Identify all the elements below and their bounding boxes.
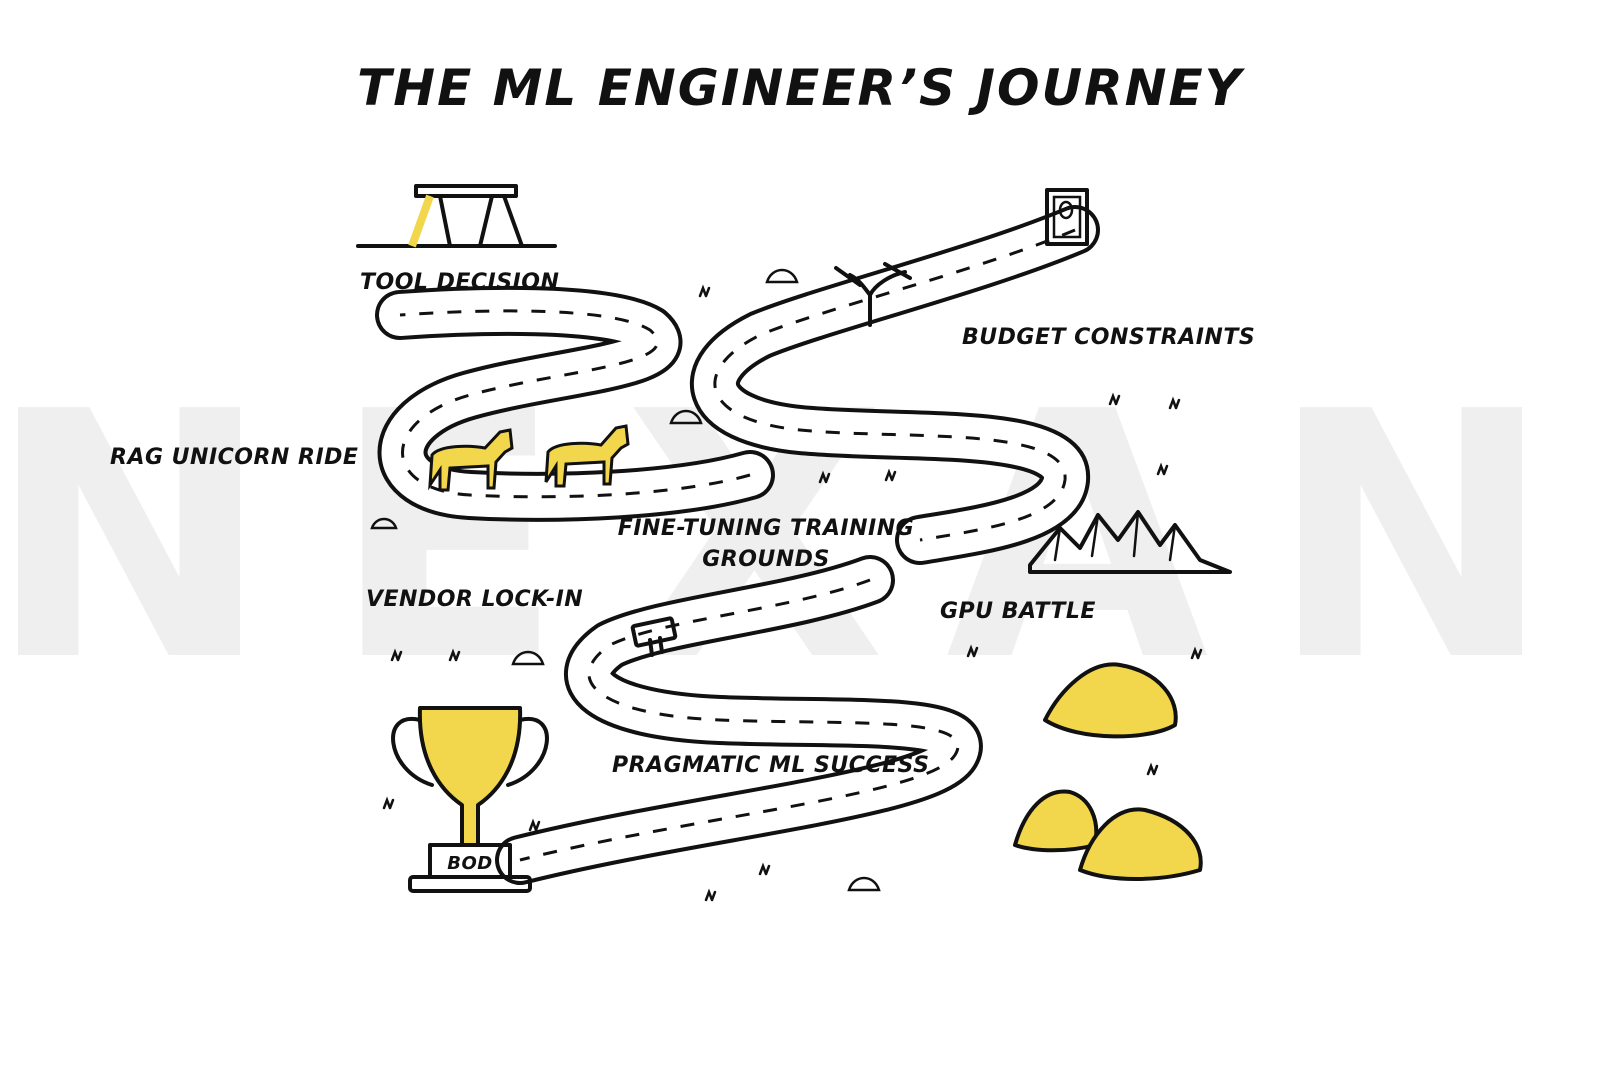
page-title: THE ML ENGINEER’S JOURNEY bbox=[357, 59, 1245, 117]
door-icon bbox=[1045, 188, 1089, 246]
label-fine-tuning-line1: FINE-TUNING TRAINING bbox=[618, 516, 914, 541]
scenery bbox=[370, 268, 1203, 902]
label-rag-unicorn-ride: RAG UNICORN RIDE bbox=[110, 445, 358, 470]
gate-icon bbox=[630, 616, 678, 657]
trophy-plate-text: BOD bbox=[447, 853, 492, 874]
trophy-icon: BOD bbox=[391, 706, 549, 893]
rock-pile-icon bbox=[1013, 662, 1203, 881]
unicorn-icon bbox=[428, 424, 630, 492]
unicorn-1 bbox=[428, 428, 514, 492]
unicorn-2 bbox=[544, 424, 630, 488]
label-tool-decision: TOOL DECISION bbox=[360, 270, 559, 295]
label-budget-constraints: BUDGET CONSTRAINTS bbox=[962, 325, 1255, 350]
signpost-icon bbox=[834, 262, 912, 327]
winding-road bbox=[375, 205, 1100, 885]
label-pragmatic-ml-success: PRAGMATIC ML SUCCESS bbox=[612, 753, 929, 778]
label-vendor-lock-in: VENDOR LOCK-IN bbox=[366, 587, 583, 612]
label-gpu-battle: GPU BATTLE bbox=[940, 599, 1096, 624]
sawhorse-icon bbox=[356, 184, 557, 248]
mountains-icon bbox=[1028, 510, 1232, 574]
label-fine-tuning-line2: GROUNDS bbox=[702, 547, 830, 572]
